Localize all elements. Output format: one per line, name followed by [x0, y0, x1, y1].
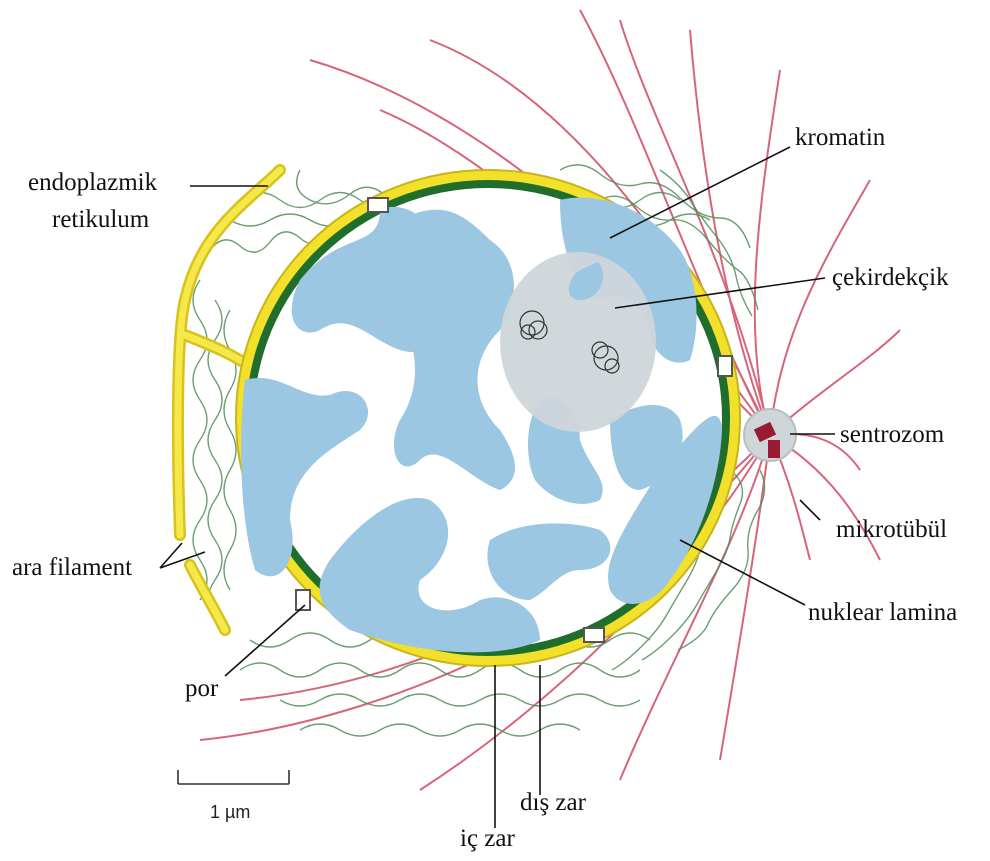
label-endoplazmik: endoplazmik: [28, 170, 157, 195]
label-ic-zar: iç zar: [460, 826, 515, 851]
label-ara-filament: ara filament: [12, 555, 132, 580]
label-nuklear-lamina: nuklear lamina: [808, 600, 957, 625]
scale-bar-label: 1 µm: [210, 802, 250, 823]
centrosome: [744, 409, 796, 461]
label-retikulum: retikulum: [52, 207, 149, 232]
label-dis-zar: dış zar: [520, 790, 586, 815]
label-sentrozom: sentrozom: [840, 422, 944, 447]
label-cekirdekcik: çekirdekçik: [832, 265, 949, 290]
label-por: por: [185, 676, 218, 701]
label-mikrotubul: mikrotübül: [836, 517, 947, 542]
label-kromatin: kromatin: [795, 125, 885, 150]
scale-bar: [178, 770, 289, 784]
